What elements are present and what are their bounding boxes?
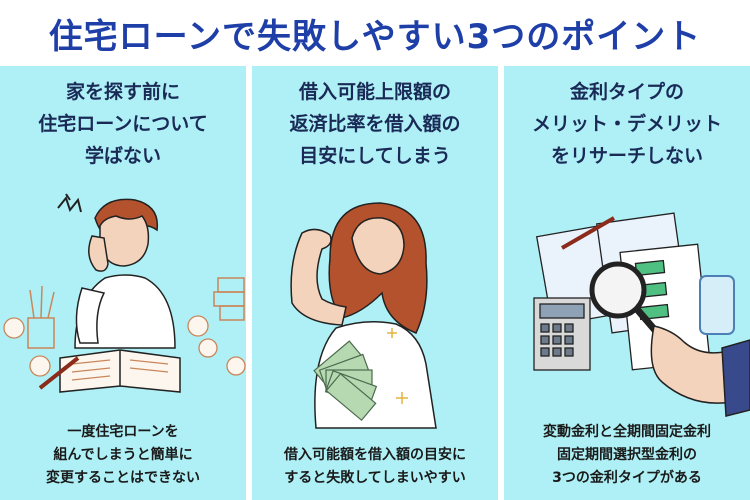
panels-container: 家を探す前に 住宅ローンについて 学ばない — [0, 66, 750, 500]
panel-caption-line: 3つの金利タイプがある — [552, 470, 702, 486]
sparkle-icon — [387, 328, 408, 404]
panel-title-line: 返済比率を借入額の — [289, 113, 461, 135]
panel-caption: 一度住宅ローンを 組んでしまうと簡単に 変更することはできない — [0, 421, 246, 490]
calculator-icon — [533, 297, 591, 371]
pen-icon — [38, 356, 80, 390]
panel-study: 家を探す前に 住宅ローンについて 学ばない — [0, 66, 246, 500]
pencil-cup-icon — [27, 285, 55, 349]
panel-borrow-limit: 借入可能上限額の 返済比率を借入額の 目安にしてしまう — [252, 66, 498, 500]
panel-title-line: 住宅ローンについて — [38, 113, 208, 135]
panel-caption-line: 固定期間選択型金利の — [557, 447, 697, 463]
panel-title-line: をリサーチしない — [550, 145, 703, 167]
crumpled-paper-icon — [3, 315, 246, 377]
suit-sleeve — [721, 339, 750, 417]
phone-icon — [699, 275, 735, 335]
man-arm — [75, 287, 106, 344]
panel-caption-line: すると失敗してしまいやすい — [284, 470, 466, 486]
research-documents-illustration — [533, 212, 750, 417]
stress-scribble-icon — [57, 193, 82, 213]
panel-title: 金利タイプの メリット・デメリット をリサーチしない — [504, 76, 750, 172]
panel-caption-line: 変動金利と全期間固定金利 — [543, 424, 711, 440]
panel-caption-line: 組んでしまうと簡単に — [53, 447, 193, 463]
open-notebook-icon — [59, 349, 181, 393]
man-hand — [88, 235, 109, 272]
pen-icon — [561, 216, 615, 250]
man-face — [99, 215, 150, 267]
panel-title-line: 金利タイプの — [569, 81, 684, 103]
money-fan-icon — [313, 340, 378, 422]
books-stack-icon — [213, 277, 245, 321]
panel-caption-line: 一度住宅ローンを — [67, 424, 179, 440]
panel-interest-type: 金利タイプの メリット・デメリット をリサーチしない — [504, 66, 750, 500]
page-title: 住宅ローンで失敗しやすい3つのポイント — [48, 16, 702, 57]
woman-flex-arm — [290, 228, 347, 326]
panel-title: 家を探す前に 住宅ローンについて 学ばない — [0, 76, 246, 172]
worried-man-illustration — [3, 193, 246, 393]
panel-title-line: 目安にしてしまう — [299, 145, 451, 167]
panel-caption: 変動金利と全期間固定金利 固定期間選択型金利の 3つの金利タイプがある — [504, 421, 750, 490]
panel-caption-line: 変更することはできない — [46, 470, 200, 486]
panel-title-line: 家を探す前に — [65, 81, 180, 103]
panel-caption: 借入可能額を借入額の目安に すると失敗してしまいやすい — [252, 444, 498, 490]
magnifier-icon — [589, 261, 663, 339]
confident-woman-illustration — [290, 202, 437, 429]
panel-caption-line: 借入可能額を借入額の目安に — [284, 447, 466, 463]
panel-title: 借入可能上限額の 返済比率を借入額の 目安にしてしまう — [252, 76, 498, 172]
panel-title-line: メリット・デメリット — [531, 113, 722, 135]
panel-title-line: 借入可能上限額の — [298, 81, 451, 103]
woman-face — [351, 217, 405, 275]
panel-title-line: 学ばない — [84, 145, 161, 167]
